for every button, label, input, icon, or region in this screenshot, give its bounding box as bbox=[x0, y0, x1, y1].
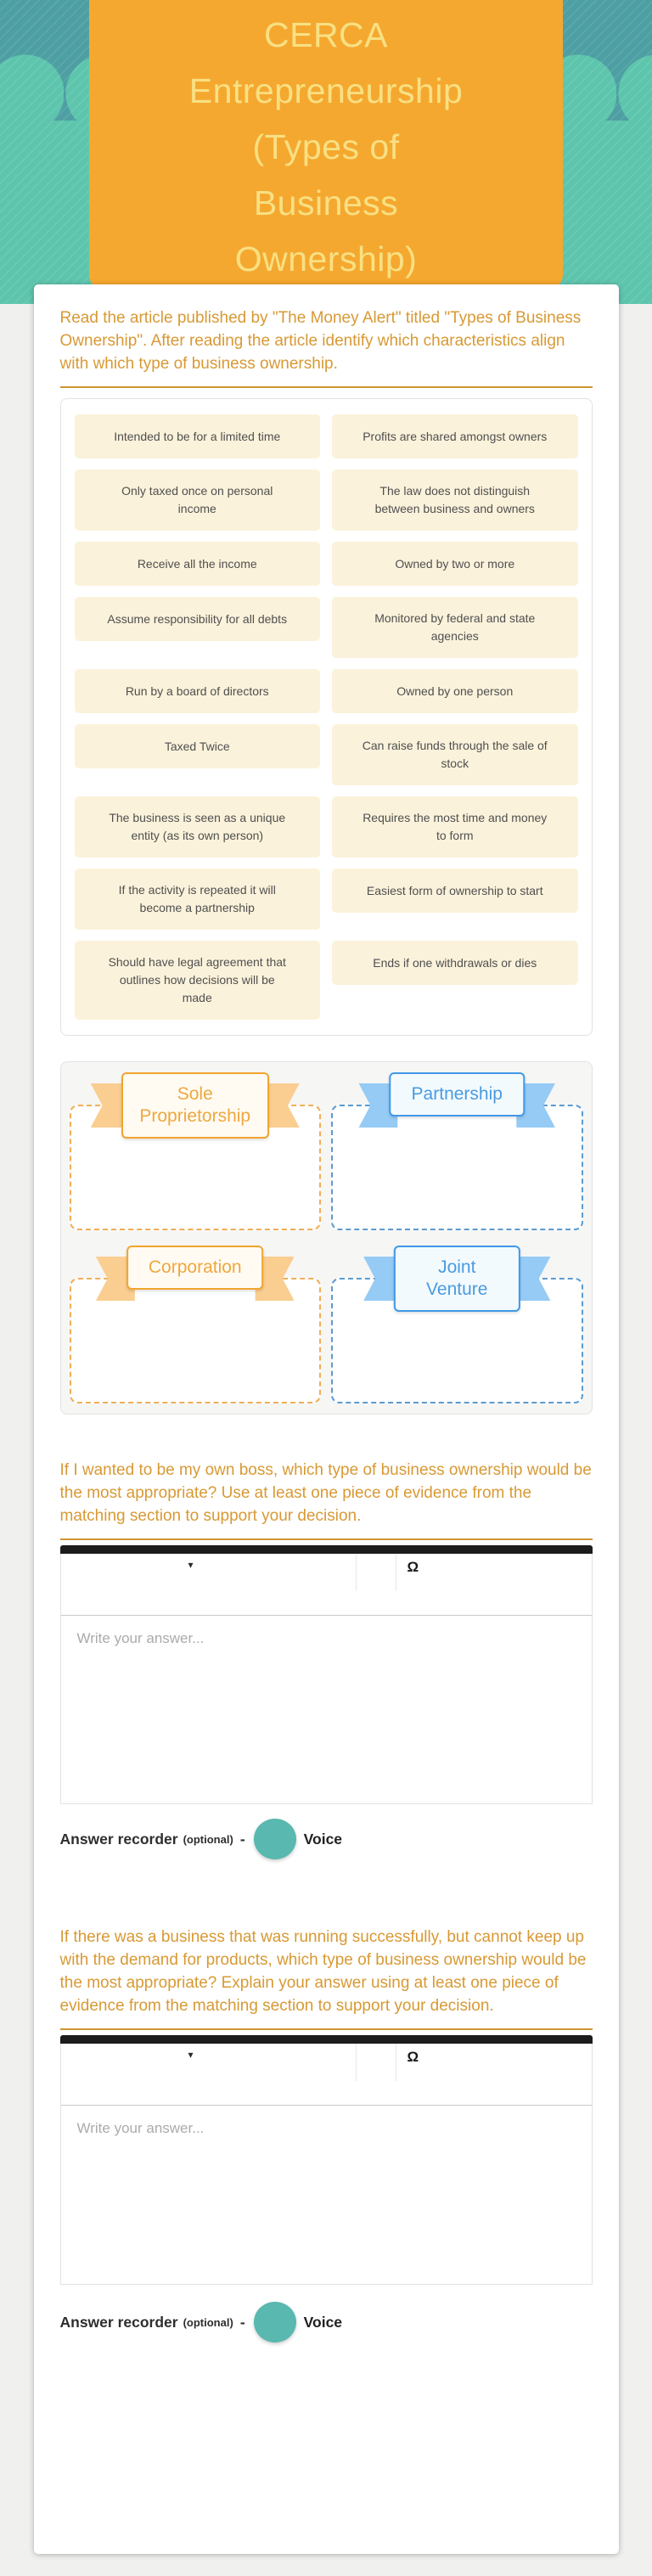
recorder-optional-note: (optional) bbox=[183, 1832, 233, 1846]
matching-item[interactable]: Only taxed once on personal income bbox=[74, 470, 320, 531]
worksheet-header-banner: CERCA Entrepreneurship (Types of Busines… bbox=[0, 0, 652, 304]
matching-item[interactable]: Run by a board of directors bbox=[74, 669, 320, 713]
question-text: If there was a business that was running… bbox=[59, 1928, 587, 2015]
matching-item[interactable]: Owned by two or more bbox=[332, 542, 578, 586]
special-character-button[interactable]: Ω bbox=[407, 1559, 419, 1575]
editor-top-bar bbox=[59, 1545, 593, 1554]
style-dropdown-caret-icon[interactable]: ▾ bbox=[188, 2049, 194, 2061]
intro-text: Read the article published by "The Money… bbox=[59, 309, 582, 373]
special-character-button[interactable]: Ω bbox=[407, 2049, 419, 2065]
recorder-label: Answer recorder bbox=[59, 2313, 178, 2331]
toolbar-separator bbox=[355, 2044, 357, 2081]
editor-body: ▾ Ω Write your answer... bbox=[59, 1554, 593, 1804]
ribbon-banner: Sole Proprietorship bbox=[90, 1072, 300, 1139]
voice-label: Voice bbox=[303, 2313, 343, 2331]
editor-body: ▾ Ω Write your answer... bbox=[59, 2044, 593, 2285]
page-title: CERCA Entrepreneurship (Types of Busines… bbox=[188, 15, 464, 278]
voice-label: Voice bbox=[303, 1830, 343, 1848]
zone-label: Joint Venture bbox=[394, 1246, 520, 1312]
ribbon-banner: Partnership bbox=[358, 1072, 555, 1128]
matching-item[interactable]: Assume responsibility for all debts bbox=[74, 597, 320, 641]
editor-toolbar: ▾ Ω bbox=[60, 2044, 592, 2106]
matching-item[interactable]: If the activity is repeated it will beco… bbox=[74, 869, 320, 930]
section-divider bbox=[59, 386, 593, 388]
recorder-label: Answer recorder bbox=[59, 1830, 178, 1848]
zone-sole-proprietorship: Sole Proprietorship bbox=[69, 1069, 321, 1230]
matching-item[interactable]: Profits are shared amongst owners bbox=[332, 414, 578, 458]
matching-item[interactable]: Ends if one withdrawals or dies bbox=[332, 941, 578, 985]
zone-label: Sole Proprietorship bbox=[121, 1072, 269, 1139]
matching-item[interactable]: Taxed Twice bbox=[74, 724, 320, 768]
drop-zones-board: Sole Proprietorship Partnership Corporat… bbox=[59, 1061, 593, 1415]
matching-item[interactable]: Easiest form of ownership to start bbox=[332, 869, 578, 913]
matching-item[interactable]: Receive all the income bbox=[74, 542, 320, 586]
voice-record-button[interactable] bbox=[253, 1819, 296, 1859]
editor-toolbar: ▾ Ω bbox=[60, 1554, 592, 1616]
zone-corporation: Corporation bbox=[69, 1242, 321, 1403]
ribbon-banner: Joint Venture bbox=[363, 1246, 551, 1312]
editor-top-bar bbox=[59, 2035, 593, 2044]
recorder-dash: - bbox=[239, 2313, 245, 2331]
answer-input[interactable]: Write your answer... bbox=[76, 2120, 205, 2136]
answer-recorder-row: Answer recorder (optional) - Voice bbox=[60, 2302, 593, 2343]
toolbar-separator bbox=[355, 1554, 357, 1591]
voice-record-button[interactable] bbox=[253, 2302, 296, 2343]
answer-input[interactable]: Write your answer... bbox=[76, 1630, 205, 1646]
section-divider bbox=[59, 1538, 593, 1540]
matching-item[interactable]: Monitored by federal and state agencies bbox=[332, 597, 578, 658]
answer-editor-1: ▾ Ω Write your answer... bbox=[59, 1545, 593, 1804]
question-text: If I wanted to be my own boss, which typ… bbox=[59, 1461, 592, 1525]
matching-item[interactable]: Requires the most time and money to form bbox=[332, 796, 578, 858]
answer-editor-2: ▾ Ω Write your answer... bbox=[59, 2035, 593, 2285]
question-2: If there was a business that was running… bbox=[59, 1926, 593, 2343]
matching-item[interactable]: Should have legal agreement that outline… bbox=[74, 941, 320, 1020]
matching-item[interactable]: Can raise funds through the sale of stoc… bbox=[332, 724, 578, 785]
worksheet-panel: Read the article published by "The Money… bbox=[33, 284, 619, 2554]
recorder-dash: - bbox=[239, 1830, 245, 1848]
matching-items-board: Intended to be for a limited time Profit… bbox=[59, 398, 593, 1036]
recorder-optional-note: (optional) bbox=[183, 2315, 233, 2329]
section-divider bbox=[59, 2028, 593, 2030]
question-1: If I wanted to be my own boss, which typ… bbox=[59, 1459, 593, 1859]
matching-item[interactable]: Owned by one person bbox=[332, 669, 578, 713]
matching-item[interactable]: The law does not distinguish between bus… bbox=[332, 470, 578, 531]
matching-item[interactable]: The business is seen as a unique entity … bbox=[74, 796, 320, 858]
style-dropdown-caret-icon[interactable]: ▾ bbox=[188, 1559, 194, 1571]
zone-label: Corporation bbox=[126, 1246, 264, 1290]
zone-partnership: Partnership bbox=[331, 1069, 583, 1230]
ribbon-banner: Corporation bbox=[95, 1246, 295, 1301]
answer-recorder-row: Answer recorder (optional) - Voice bbox=[60, 1819, 593, 1859]
matching-item[interactable]: Intended to be for a limited time bbox=[74, 414, 320, 458]
title-card: CERCA Entrepreneurship (Types of Busines… bbox=[89, 0, 563, 289]
zone-label: Partnership bbox=[389, 1072, 525, 1116]
zone-joint-venture: Joint Venture bbox=[331, 1242, 583, 1403]
